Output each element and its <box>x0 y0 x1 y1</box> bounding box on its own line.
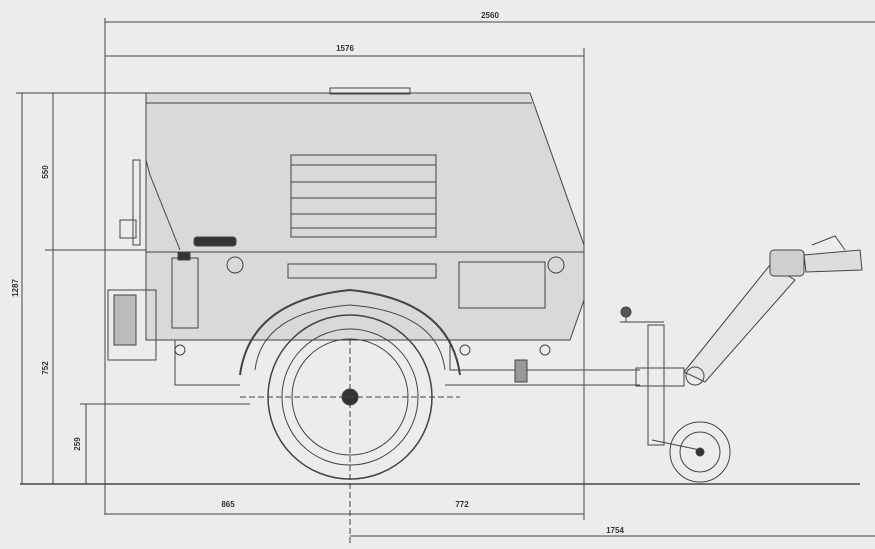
dim-label-body-length: 1576 <box>336 44 354 53</box>
canopy-upper <box>145 92 585 253</box>
jockey-handle <box>620 306 632 318</box>
tow-coupling <box>803 249 863 273</box>
mudguard-inner <box>254 304 446 371</box>
drawbar-clamp <box>514 359 528 383</box>
rear-latch <box>132 159 141 246</box>
dim-label-ground-clearance: 259 <box>73 437 82 451</box>
drawbar-joint <box>635 367 685 387</box>
roof-handle <box>329 87 411 95</box>
canopy-lower <box>145 251 585 341</box>
dim-label-lower-height: 752 <box>41 361 50 375</box>
side-panel <box>458 261 546 309</box>
jockey-stand <box>647 324 665 446</box>
jockey-wheel <box>669 421 731 483</box>
coupling-lever <box>811 235 846 251</box>
jockey-wheel-rim <box>679 431 721 473</box>
tow-arm <box>683 264 796 383</box>
hitch-joint <box>769 249 805 277</box>
dim-label-rear-to-axle: 865 <box>221 500 235 509</box>
fastener-left <box>226 256 244 274</box>
lift-handle <box>193 236 237 247</box>
drawbar-top <box>449 340 640 371</box>
dim-label-axle-to-body-front: 772 <box>455 500 469 509</box>
dim-label-overall-length: 2560 <box>481 11 499 20</box>
rear-strut <box>145 159 181 251</box>
dim-label-axle-to-hitch: 1754 <box>606 526 624 535</box>
rear-light-housing <box>107 289 157 361</box>
dim-label-upper-height: 550 <box>41 165 50 179</box>
chassis-rear <box>174 340 240 386</box>
rear-hook <box>119 219 137 239</box>
side-strip <box>287 263 437 279</box>
fastener-right <box>547 256 565 274</box>
dim-label-overall-height: 1287 <box>11 279 20 297</box>
mudguard <box>239 288 461 376</box>
vent-grille <box>290 154 437 238</box>
tow-arm-pivot <box>685 366 705 386</box>
